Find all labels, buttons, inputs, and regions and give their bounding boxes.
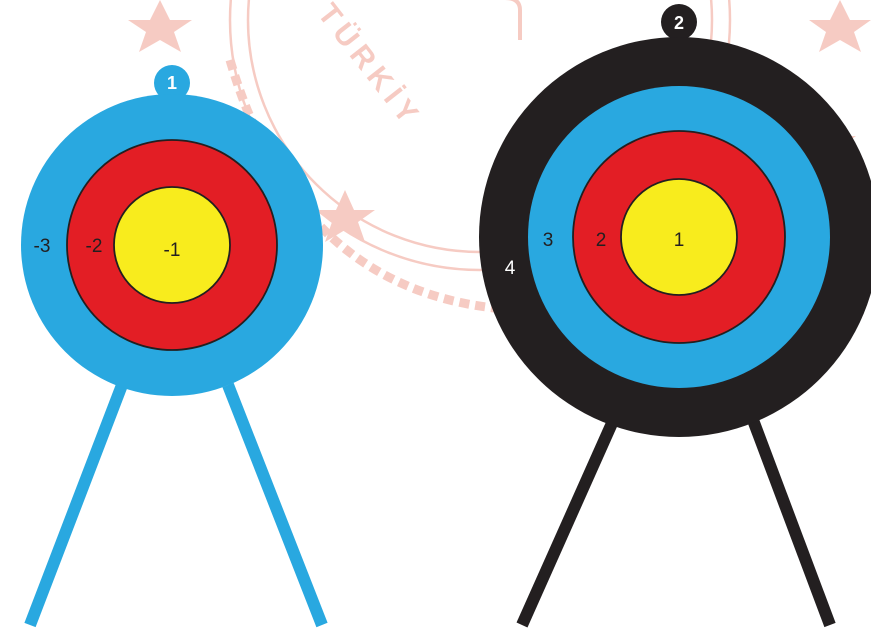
target-1-left-leg [30, 385, 122, 625]
target-2-left-leg [522, 412, 617, 625]
target-2-inner-ring-label: 1 [674, 230, 685, 251]
target-2-right-leg [750, 412, 830, 625]
target-2-outermost-ring-label: 4 [505, 258, 516, 279]
target-2-outer-ring-label: 3 [543, 230, 554, 251]
seal-emblem-mark [495, 0, 520, 40]
target-1-right-leg [228, 385, 322, 625]
seal-text: TÜRKİY [311, 0, 428, 134]
target-1-number: 1 [167, 73, 177, 93]
target-1-middle-ring-label: -2 [86, 236, 103, 257]
target-2-middle-ring-label: 2 [596, 230, 607, 251]
target-1-inner-ring-label: -1 [164, 240, 181, 261]
target-1: 1 -3 -2 -1 [21, 65, 323, 625]
target-1-outer-ring-label: -3 [34, 236, 51, 257]
star-icon [809, 0, 871, 52]
star-icon [128, 0, 192, 52]
target-2: 2 4 3 2 1 [479, 4, 871, 625]
target-2-number: 2 [674, 13, 684, 33]
